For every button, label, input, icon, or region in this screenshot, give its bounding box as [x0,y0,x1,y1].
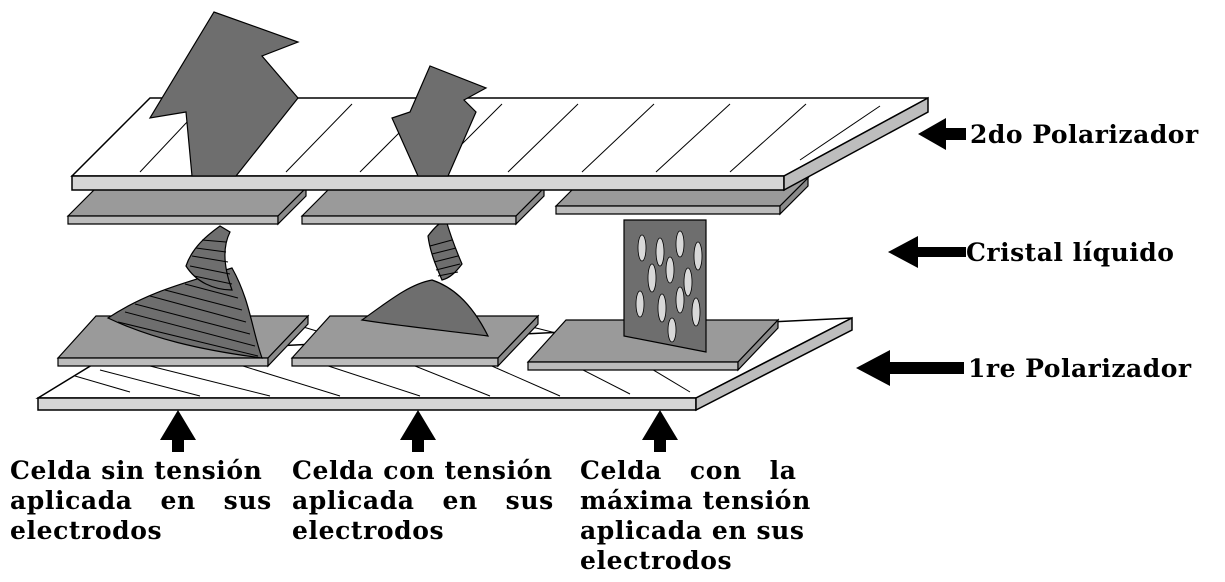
caption-cell-1-line-2: aplicada en sus [10,486,272,515]
arrow-up-icon-cell-2 [400,410,436,452]
label-first-polarizer: 1re Polarizador [968,354,1192,383]
arrow-up-icon-cell-1 [160,410,196,452]
caption-cell-2-line-2: aplicada en sus [292,486,554,515]
caption-cell-2-line-1: Celda con tensión [292,456,553,485]
caption-cell-1: Celda sin tensión aplicada en sus electr… [10,456,272,546]
upper-electrode-2 [300,186,546,226]
caption-cell-2-line-3: electrodos [292,516,445,545]
aligned-molecules [635,230,703,343]
liquid-crystal-cell-1 [106,225,263,359]
label-second-polarizer: 2do Polarizador [970,120,1199,149]
caption-cell-1-line-1: Celda sin tensión [10,456,263,485]
caption-cell-3-line-4: electrodos [580,546,733,575]
caption-cell-3-line-3: aplicada en sus [580,516,805,545]
caption-cell-1-line-3: electrodos [10,516,163,545]
liquid-crystal-cell-2 [360,219,490,337]
caption-cell-3-line-1: Celda con la [580,456,797,485]
arrow-up-icon-cell-3 [642,410,678,452]
caption-cell-3: Celda con la máxima tensión aplicada en … [580,456,811,576]
arrow-icon-polarizer-top [918,118,966,150]
arrow-icon-liquid-crystal [888,236,966,268]
liquid-crystal-cell-3 [623,219,707,353]
label-liquid-crystal: Cristal líquido [966,238,1175,267]
second-polarizer [70,96,929,192]
arrow-icon-polarizer-bottom [856,350,964,386]
light-output-arrow-2 [391,65,488,177]
light-output-arrow-1 [148,11,300,177]
upper-electrode-1 [66,186,308,226]
caption-cell-2: Celda con tensión aplicada en sus electr… [292,456,554,546]
caption-cell-3-line-2: máxima tensión [580,486,811,515]
